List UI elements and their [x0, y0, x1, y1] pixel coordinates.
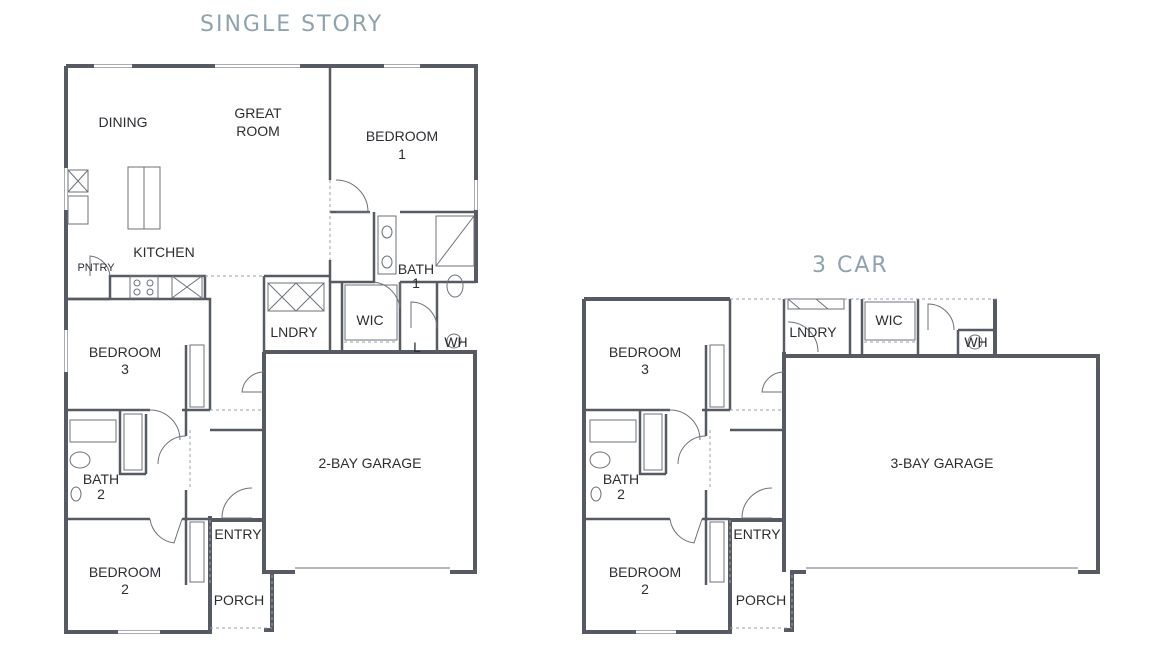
bedroom-3-label-3car: BEDROOM	[609, 344, 681, 360]
bedroom-2-number-3car: 2	[641, 581, 649, 597]
wic-label: WIC	[356, 312, 383, 328]
bath-2-number: 2	[97, 486, 105, 502]
laundry-label: LNDRY	[270, 324, 318, 340]
water-heater-label-3car: WH	[964, 334, 987, 350]
porch-label-3car: PORCH	[736, 592, 787, 608]
pantry-label: PNTRY	[77, 262, 115, 274]
dashed-openings	[189, 180, 398, 629]
single-story-plan: DINING GREAT ROOM KITCHEN PNTRY BEDROOM …	[64, 64, 478, 634]
three-car-title: 3 CAR	[812, 253, 889, 278]
great-room-label: GREAT	[234, 105, 282, 121]
three-car-dashed-openings	[709, 298, 1000, 629]
three-car-plan: LNDRY WIC WH BEDROOM 3 BATH 2 BEDROOM 2 …	[582, 297, 1100, 634]
great-room-label-2: ROOM	[236, 123, 280, 139]
single-story-labels: DINING GREAT ROOM KITCHEN PNTRY BEDROOM …	[77, 105, 467, 608]
bedroom-2-label-3car: BEDROOM	[609, 564, 681, 580]
bedroom-1-number: 1	[398, 146, 406, 162]
garage-label-3car: 3-BAY GARAGE	[891, 455, 994, 471]
wic-label-3car: WIC	[875, 312, 902, 328]
single-story-title: SINGLE STORY	[200, 12, 384, 37]
dining-label: DINING	[99, 114, 148, 130]
linen-label: L	[413, 339, 421, 355]
bath-2-label: BATH	[83, 471, 119, 487]
bath-2-label-3car: BATH	[603, 471, 639, 487]
laundry-label-3car: LNDRY	[789, 324, 837, 340]
kitchen-label: KITCHEN	[133, 244, 194, 260]
bedroom-2-number: 2	[121, 581, 129, 597]
door-swings	[89, 179, 438, 544]
three-car-labels: LNDRY WIC WH BEDROOM 3 BATH 2 BEDROOM 2 …	[603, 312, 994, 608]
bedroom-2-label: BEDROOM	[89, 564, 161, 580]
bedroom-1-label: BEDROOM	[366, 128, 438, 144]
three-car-door-swings	[669, 303, 955, 544]
bath-2-number-3car: 2	[617, 486, 625, 502]
entry-label-3car: ENTRY	[733, 526, 781, 542]
three-car-fixtures	[589, 298, 983, 583]
interior-walls	[66, 66, 476, 585]
bath-1-number: 1	[412, 275, 420, 291]
bath-1-label: BATH	[398, 261, 434, 277]
water-heater-label: WH	[444, 334, 467, 350]
three-car-interior-walls	[584, 299, 995, 585]
bedroom-3-label: BEDROOM	[89, 344, 161, 360]
bedroom-3-number-3car: 3	[641, 361, 649, 377]
garage-label: 2-BAY GARAGE	[319, 455, 422, 471]
entry-label: ENTRY	[214, 526, 262, 542]
porch-label: PORCH	[214, 592, 265, 608]
fixtures	[67, 166, 475, 583]
bedroom-3-number: 3	[121, 361, 129, 377]
